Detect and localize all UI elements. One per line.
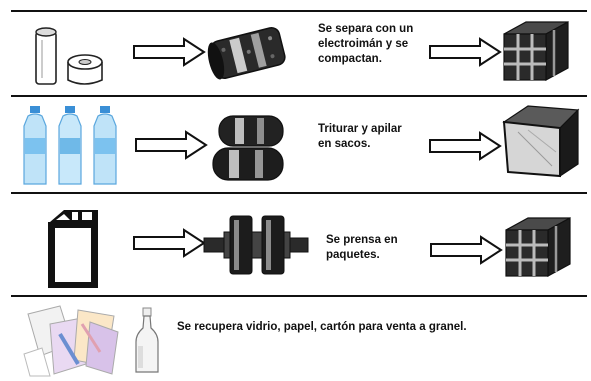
step-4-label: Se recupera vidrio, papel, cartón para v… (177, 321, 467, 333)
compacted-cube-icon (503, 20, 569, 82)
glass-bottle-icon (135, 307, 159, 373)
separator-row2 (11, 192, 587, 194)
tin-cans-icon (35, 27, 103, 85)
separator-row1 (11, 95, 587, 97)
arrow-icon (135, 130, 208, 160)
separator-top (11, 10, 587, 12)
arrow-icon (429, 37, 502, 67)
compacted-cube-icon (505, 216, 571, 278)
crushed-can-icon (207, 27, 286, 80)
plastic-bottles-icon (23, 106, 117, 185)
step-3-label: Se prensa en paquetes. (326, 234, 398, 261)
arrow-icon (429, 131, 502, 161)
arrow-icon (430, 235, 503, 265)
separator-row3 (11, 295, 587, 297)
arrow-icon (133, 37, 206, 67)
step-2-label: Triturar y apilar en sacos. (318, 123, 402, 150)
press-icon (203, 215, 309, 275)
sack-icon (502, 105, 580, 178)
step-1-label: Se separa con un electroimán y se compac… (318, 23, 414, 65)
paper-cardboard-icon (23, 305, 119, 377)
arrow-icon (133, 228, 206, 258)
juice-carton-icon (48, 210, 98, 288)
shredded-rolls-icon (212, 115, 284, 181)
